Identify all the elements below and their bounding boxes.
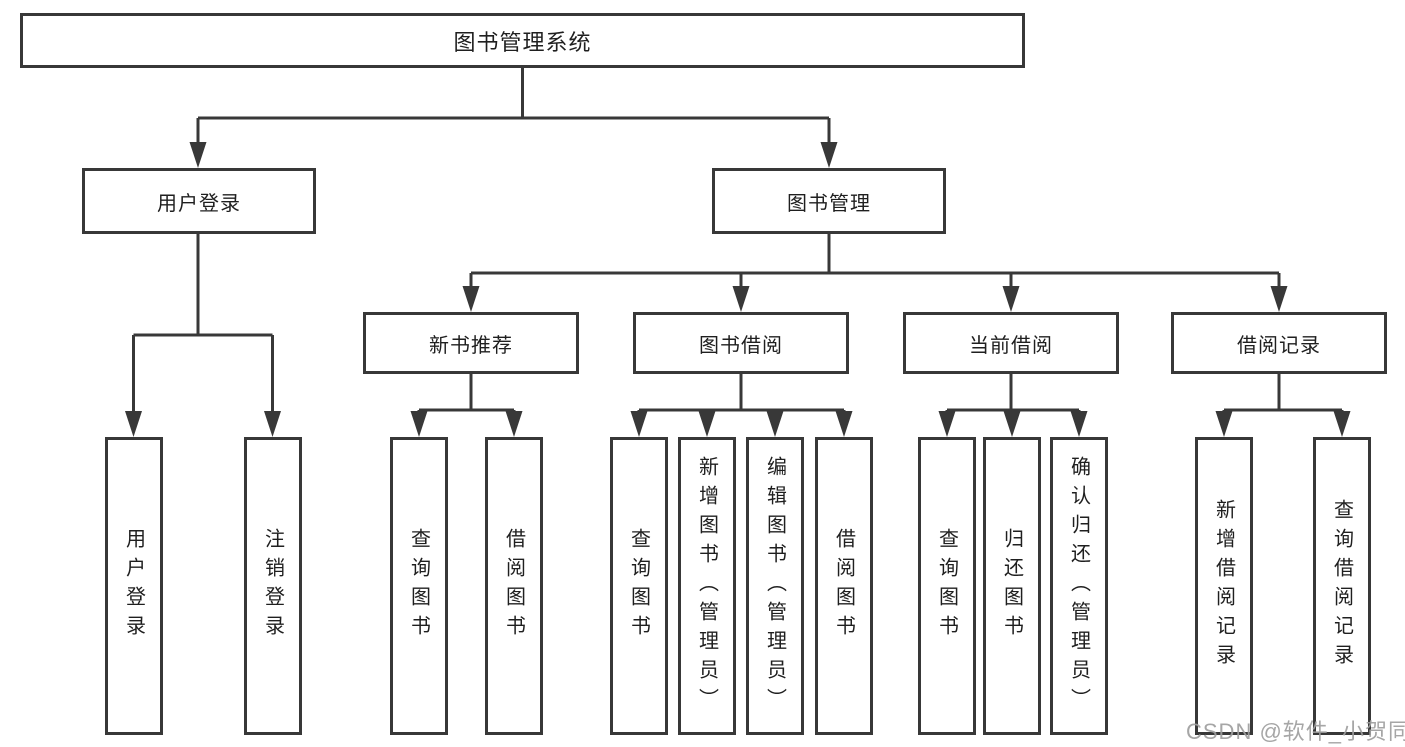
- leaf-edit-book-admin: 编辑图书（管理员）: [746, 437, 804, 735]
- watermark: CSDN @软件_小贺同学: [1186, 719, 1405, 744]
- leaf-return-books: 归还图书: [983, 437, 1041, 735]
- leaf-add-borrow-record: 新增借阅记录: [1195, 437, 1253, 735]
- node-library-system: 图书管理系统: [20, 13, 1025, 68]
- node-new-book-recommend: 新书推荐: [363, 312, 579, 374]
- leaf-query-books-borrowing: 查询图书: [610, 437, 668, 735]
- leaf-query-books-recommend: 查询图书: [390, 437, 448, 735]
- leaf-add-book-admin: 新增图书（管理员）: [678, 437, 736, 735]
- leaf-confirm-return-admin: 确认归还（管理员）: [1050, 437, 1108, 735]
- leaf-logout: 注销登录: [244, 437, 302, 735]
- node-current-borrowing: 当前借阅: [903, 312, 1119, 374]
- leaf-borrow-books-recommend: 借阅图书: [485, 437, 543, 735]
- node-user-login: 用户登录: [82, 168, 316, 234]
- node-borrowing-records: 借阅记录: [1171, 312, 1387, 374]
- leaf-query-borrow-record: 查询借阅记录: [1313, 437, 1371, 735]
- node-book-management: 图书管理: [712, 168, 946, 234]
- leaf-query-books-current: 查询图书: [918, 437, 976, 735]
- arrowheads: [125, 142, 1351, 437]
- node-book-borrowing: 图书借阅: [633, 312, 849, 374]
- leaf-user-login: 用户登录: [105, 437, 163, 735]
- leaf-borrow-books-borrowing: 借阅图书: [815, 437, 873, 735]
